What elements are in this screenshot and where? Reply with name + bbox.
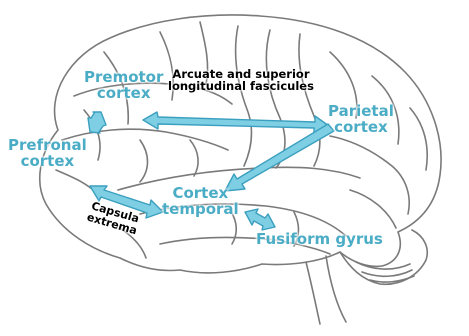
arcuate-fascicules-label: Arcuate and superior longitudinal fascic… <box>168 68 314 92</box>
cortex-temporal-label: Cortex temporal <box>162 186 239 218</box>
prefrontal-label-line2: cortex <box>8 154 87 170</box>
temporal-fusiform-arrow <box>245 209 275 230</box>
prefrontal-cortex-label: Prefronal cortex <box>8 138 87 170</box>
arcuate-label-line2: longitudinal fascicules <box>168 80 314 92</box>
premotor-label-line2: cortex <box>84 86 163 102</box>
parietal-cortex-label: Parietal cortex <box>328 104 394 136</box>
arcuate-arrow <box>143 112 329 134</box>
premotor-prefrontal-arrow <box>88 112 106 133</box>
parietal-label-line2: cortex <box>328 120 394 136</box>
premotor-cortex-label: Premotor cortex <box>84 70 163 102</box>
fusiform-gyrus-label: Fusiform gyrus <box>256 232 383 248</box>
temporal-label-line2: temporal <box>162 202 239 218</box>
